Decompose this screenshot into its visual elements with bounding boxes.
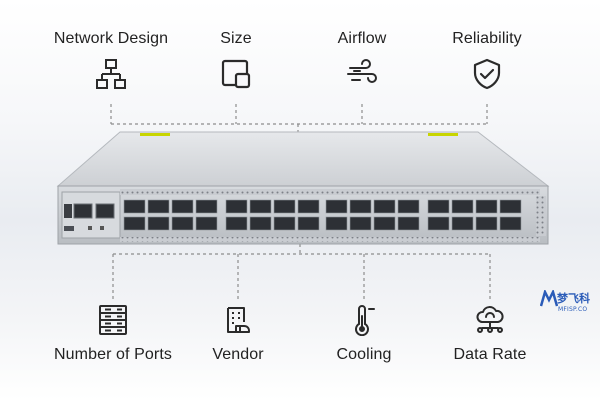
network-topology-icon (96, 59, 126, 89)
switch-port (373, 199, 396, 214)
switch-port (427, 216, 450, 231)
feature-cooling: Cooling (294, 304, 434, 364)
switch-port (373, 216, 396, 231)
switch-port (123, 216, 146, 231)
switch-port (147, 199, 170, 214)
feature-label: Network Design (53, 30, 169, 47)
switch-port (123, 199, 146, 214)
switch-port (225, 216, 248, 231)
feature-size: Size (166, 30, 306, 90)
feature-label: Airflow (337, 30, 387, 47)
feature-vendor: Vendor (168, 304, 308, 364)
cloud-network-icon (476, 306, 504, 333)
watermark-text-en: MFISP.CO (558, 306, 588, 313)
switch-port (195, 199, 218, 214)
switch-port (273, 199, 296, 214)
feature-label: Data Rate (453, 346, 527, 363)
size-icon (221, 59, 251, 89)
feature-label: Vendor (212, 346, 264, 363)
feature-label: Size (220, 30, 252, 47)
feature-label: Cooling (336, 346, 392, 363)
switch-port (273, 216, 296, 231)
switch-port (297, 199, 320, 214)
switch-port (451, 199, 474, 214)
server-rack-icon (99, 305, 127, 335)
switch-port (297, 216, 320, 231)
switch-port (427, 199, 450, 214)
feature-label: Reliability (452, 30, 522, 47)
feature-reliability: Reliability (417, 30, 557, 90)
switch-port (225, 199, 248, 214)
switch-port (397, 216, 420, 231)
feature-data-rate: Data Rate (420, 304, 560, 364)
watermark-text-cn: 梦飞科 (557, 292, 590, 305)
switch-port (249, 199, 272, 214)
watermark-logo: 梦飞科 MFISP.CO (540, 290, 600, 318)
switch-port (475, 199, 498, 214)
switch-port (171, 199, 194, 214)
switch-port (325, 199, 348, 214)
switch-port (499, 216, 522, 231)
thermometer-icon (355, 305, 375, 336)
switch-port (499, 199, 522, 214)
feature-number-of-ports: Number of Ports (43, 304, 183, 364)
feature-network-design: Network Design (41, 30, 181, 90)
feature-label: Number of Ports (54, 346, 172, 363)
vendor-building-icon (227, 307, 250, 333)
switch-port (475, 216, 498, 231)
switch-port (325, 216, 348, 231)
switch-port (147, 216, 170, 231)
watermark-mark-icon (540, 290, 558, 307)
switch-port (171, 216, 194, 231)
switch-port (249, 216, 272, 231)
feature-airflow: Airflow (292, 30, 432, 90)
switch-port (451, 216, 474, 231)
switch-port (397, 199, 420, 214)
switch-port (349, 216, 372, 231)
switch-port (349, 199, 372, 214)
switch-port (195, 216, 218, 231)
shield-check-icon (473, 58, 501, 90)
airflow-icon (347, 59, 377, 83)
